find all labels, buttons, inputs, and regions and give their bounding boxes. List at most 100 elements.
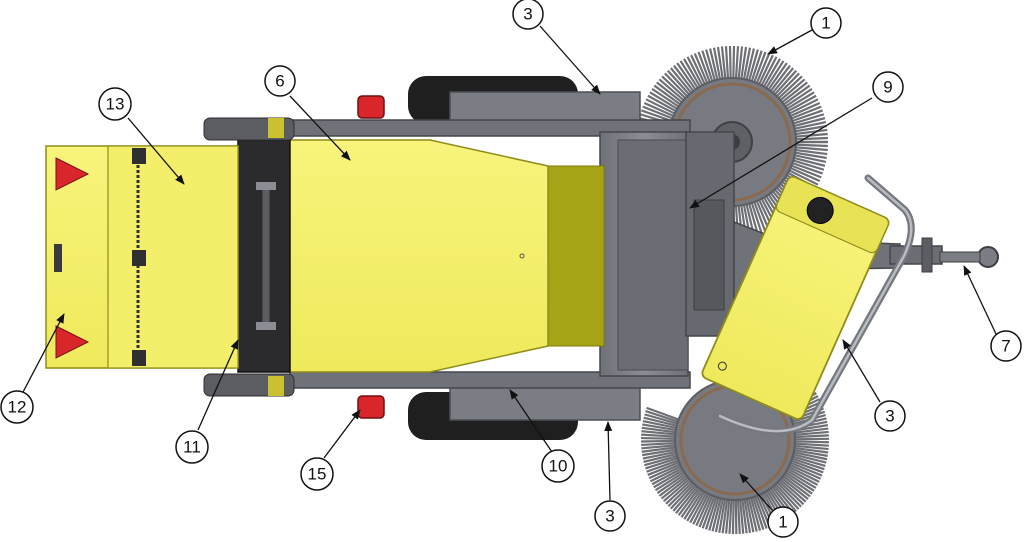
bristle	[716, 46, 725, 83]
callout-label: 1	[778, 513, 787, 532]
drive-assembly-detail	[693, 199, 725, 311]
bristle	[779, 84, 811, 108]
tank-drain	[717, 361, 727, 371]
bristle	[643, 451, 681, 463]
bristle	[679, 60, 701, 92]
bristle	[646, 406, 683, 422]
bristle	[777, 474, 809, 501]
leader-15	[323, 409, 361, 459]
bristle	[666, 69, 693, 99]
bristle	[785, 462, 822, 480]
callout-6: 6	[264, 65, 296, 97]
bristle	[742, 47, 752, 84]
bristle	[642, 105, 677, 121]
bristle	[649, 91, 682, 112]
tail-lights	[357, 95, 385, 419]
bristle	[770, 481, 797, 513]
bristle	[788, 454, 826, 467]
bristle	[782, 467, 817, 489]
callout-label: 1	[821, 14, 830, 33]
bristle	[786, 460, 823, 477]
bristle	[781, 469, 815, 492]
bristle	[698, 491, 715, 528]
bristle	[791, 128, 828, 136]
bristle	[787, 163, 822, 179]
bristle	[751, 197, 767, 233]
callout-1-bottom: 1	[767, 506, 799, 538]
rear-box-lid	[107, 145, 239, 369]
bristle	[731, 495, 735, 535]
bristle	[785, 167, 819, 186]
bristle	[644, 413, 682, 426]
guard-rail-highlight	[718, 176, 913, 433]
bristle	[648, 461, 685, 480]
bristle	[788, 109, 824, 124]
roller-handle	[261, 181, 271, 331]
bristle	[654, 468, 689, 492]
bristle	[789, 450, 828, 461]
callout-label: 7	[1001, 337, 1010, 356]
bristle	[704, 492, 719, 530]
bristle	[645, 98, 679, 117]
bristle	[750, 493, 765, 530]
bristle	[734, 495, 738, 535]
bristle	[677, 484, 703, 516]
callout-label: 3	[885, 407, 894, 426]
bristle	[686, 487, 708, 522]
bristle	[749, 50, 763, 86]
bristle	[789, 158, 825, 171]
bristle	[712, 47, 722, 84]
bristle	[656, 470, 690, 494]
bristle	[656, 81, 686, 106]
bristle	[747, 49, 759, 85]
tow-eye	[977, 246, 999, 268]
bristle	[776, 78, 806, 104]
bristle	[765, 62, 788, 94]
bristle	[790, 430, 829, 437]
bristle	[721, 495, 729, 534]
side-brush-bottom	[640, 379, 830, 535]
bristle	[683, 58, 703, 91]
callout-3-top: 3	[512, 0, 544, 30]
leader-9	[689, 97, 873, 209]
bristle	[751, 51, 767, 87]
roller-handle-end-bottom	[256, 322, 276, 330]
bristle	[650, 463, 686, 483]
bristle	[689, 488, 710, 524]
yellow-body	[45, 117, 605, 397]
bristle	[772, 480, 800, 510]
bristle	[790, 427, 829, 435]
tow-bar-clamp	[921, 237, 933, 273]
bristle	[791, 136, 828, 141]
leader-3-bottom	[604, 421, 613, 501]
bristle	[705, 49, 717, 85]
tail-light-bottom	[357, 395, 385, 419]
callout-7: 7	[990, 330, 1022, 362]
roller-handle-end-top	[256, 182, 276, 190]
bristle	[643, 416, 681, 428]
bristle	[744, 48, 755, 84]
bristle	[790, 434, 829, 439]
callout-label: 12	[8, 398, 27, 417]
bristle	[791, 143, 828, 148]
bristle	[790, 124, 827, 134]
bristle	[790, 150, 827, 160]
bristle	[767, 64, 791, 95]
bristle	[778, 81, 808, 106]
bristle	[786, 165, 821, 183]
callout-3-right: 3	[874, 400, 906, 432]
bristle	[758, 56, 778, 90]
tail-light-top	[357, 95, 385, 119]
bristle	[781, 87, 813, 110]
reflector-top	[55, 157, 90, 191]
callout-15: 15	[300, 457, 334, 491]
callout-1-top: 1	[810, 7, 842, 39]
bristle	[641, 443, 680, 450]
tank-cap	[806, 196, 834, 224]
bristle	[660, 474, 692, 500]
bristle	[661, 75, 690, 102]
bristle	[642, 419, 681, 430]
leader-3-right	[842, 339, 881, 403]
bristle	[697, 51, 713, 87]
bristle	[749, 198, 763, 234]
